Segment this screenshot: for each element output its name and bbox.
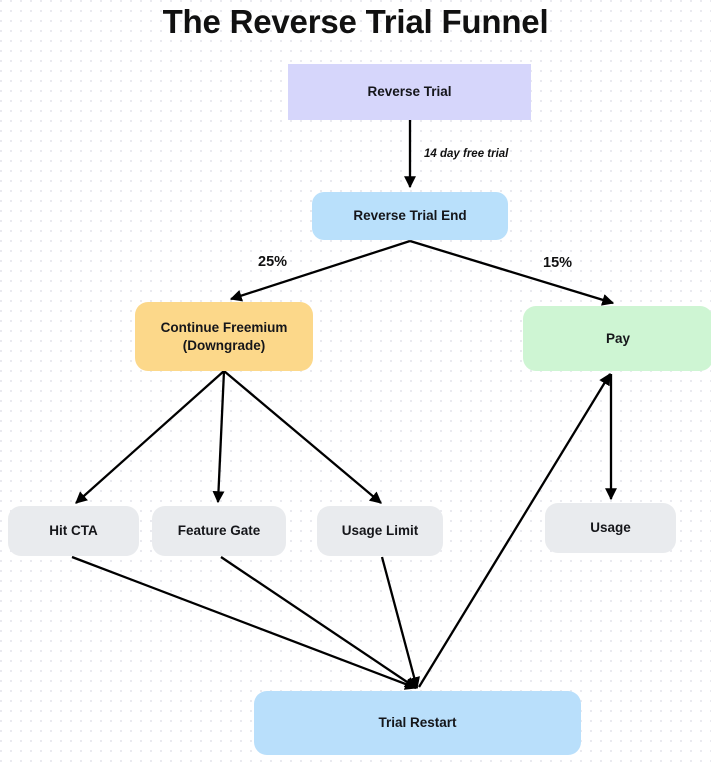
node-feature-gate[interactable]: Feature Gate <box>152 506 286 556</box>
node-usage-label: Usage <box>590 520 631 536</box>
edge-label-pay-rate: 15% <box>543 255 573 271</box>
node-reverse-trial-end[interactable]: Reverse Trial End <box>312 192 508 240</box>
edge-feature-gate-to-trial-restart <box>220 556 417 689</box>
node-hit-cta-label: Hit CTA <box>49 523 98 539</box>
node-usage-limit-label: Usage Limit <box>341 523 419 539</box>
edge-usage-limit-to-trial-restart <box>380 556 420 690</box>
node-hit-cta[interactable]: Hit CTA <box>8 506 139 556</box>
node-pay[interactable]: Pay <box>523 306 711 371</box>
edge-hit-cta-to-trial-restart <box>71 555 418 690</box>
edge-end-to-pay <box>409 239 615 306</box>
node-usage[interactable]: Usage <box>545 503 676 553</box>
node-trial-restart-label: Trial Restart <box>378 715 457 731</box>
edge-continue-freemium-to-hit-cta <box>75 370 225 504</box>
node-continue-freemium-label-line2: (Downgrade) <box>182 337 266 353</box>
edge-end-to-continue-freemium <box>229 239 411 302</box>
node-reverse-trial-label: Reverse Trial <box>367 84 452 100</box>
edge-continue-freemium-to-usage-limit <box>223 370 382 504</box>
node-continue-freemium[interactable]: Continue Freemium (Downgrade) <box>135 302 313 371</box>
page-title: The Reverse Trial Funnel <box>162 3 549 40</box>
node-feature-gate-label: Feature Gate <box>177 523 261 539</box>
node-reverse-trial-end-label: Reverse Trial End <box>353 208 467 224</box>
node-continue-freemium-label-line1: Continue Freemium <box>160 319 288 335</box>
node-continue-freemium-label: Continue Freemium (Downgrade) <box>161 319 288 355</box>
edge-label-free-trial: 14 day free trial <box>424 148 509 160</box>
node-reverse-trial[interactable]: Reverse Trial <box>288 64 531 120</box>
node-usage-limit[interactable]: Usage Limit <box>317 506 443 556</box>
node-pay-label: Pay <box>605 330 631 346</box>
edge-label-downgrade-rate: 25% <box>258 254 288 270</box>
edge-continue-freemium-to-feature-gate <box>212 370 226 504</box>
node-trial-restart[interactable]: Trial Restart <box>254 691 581 755</box>
